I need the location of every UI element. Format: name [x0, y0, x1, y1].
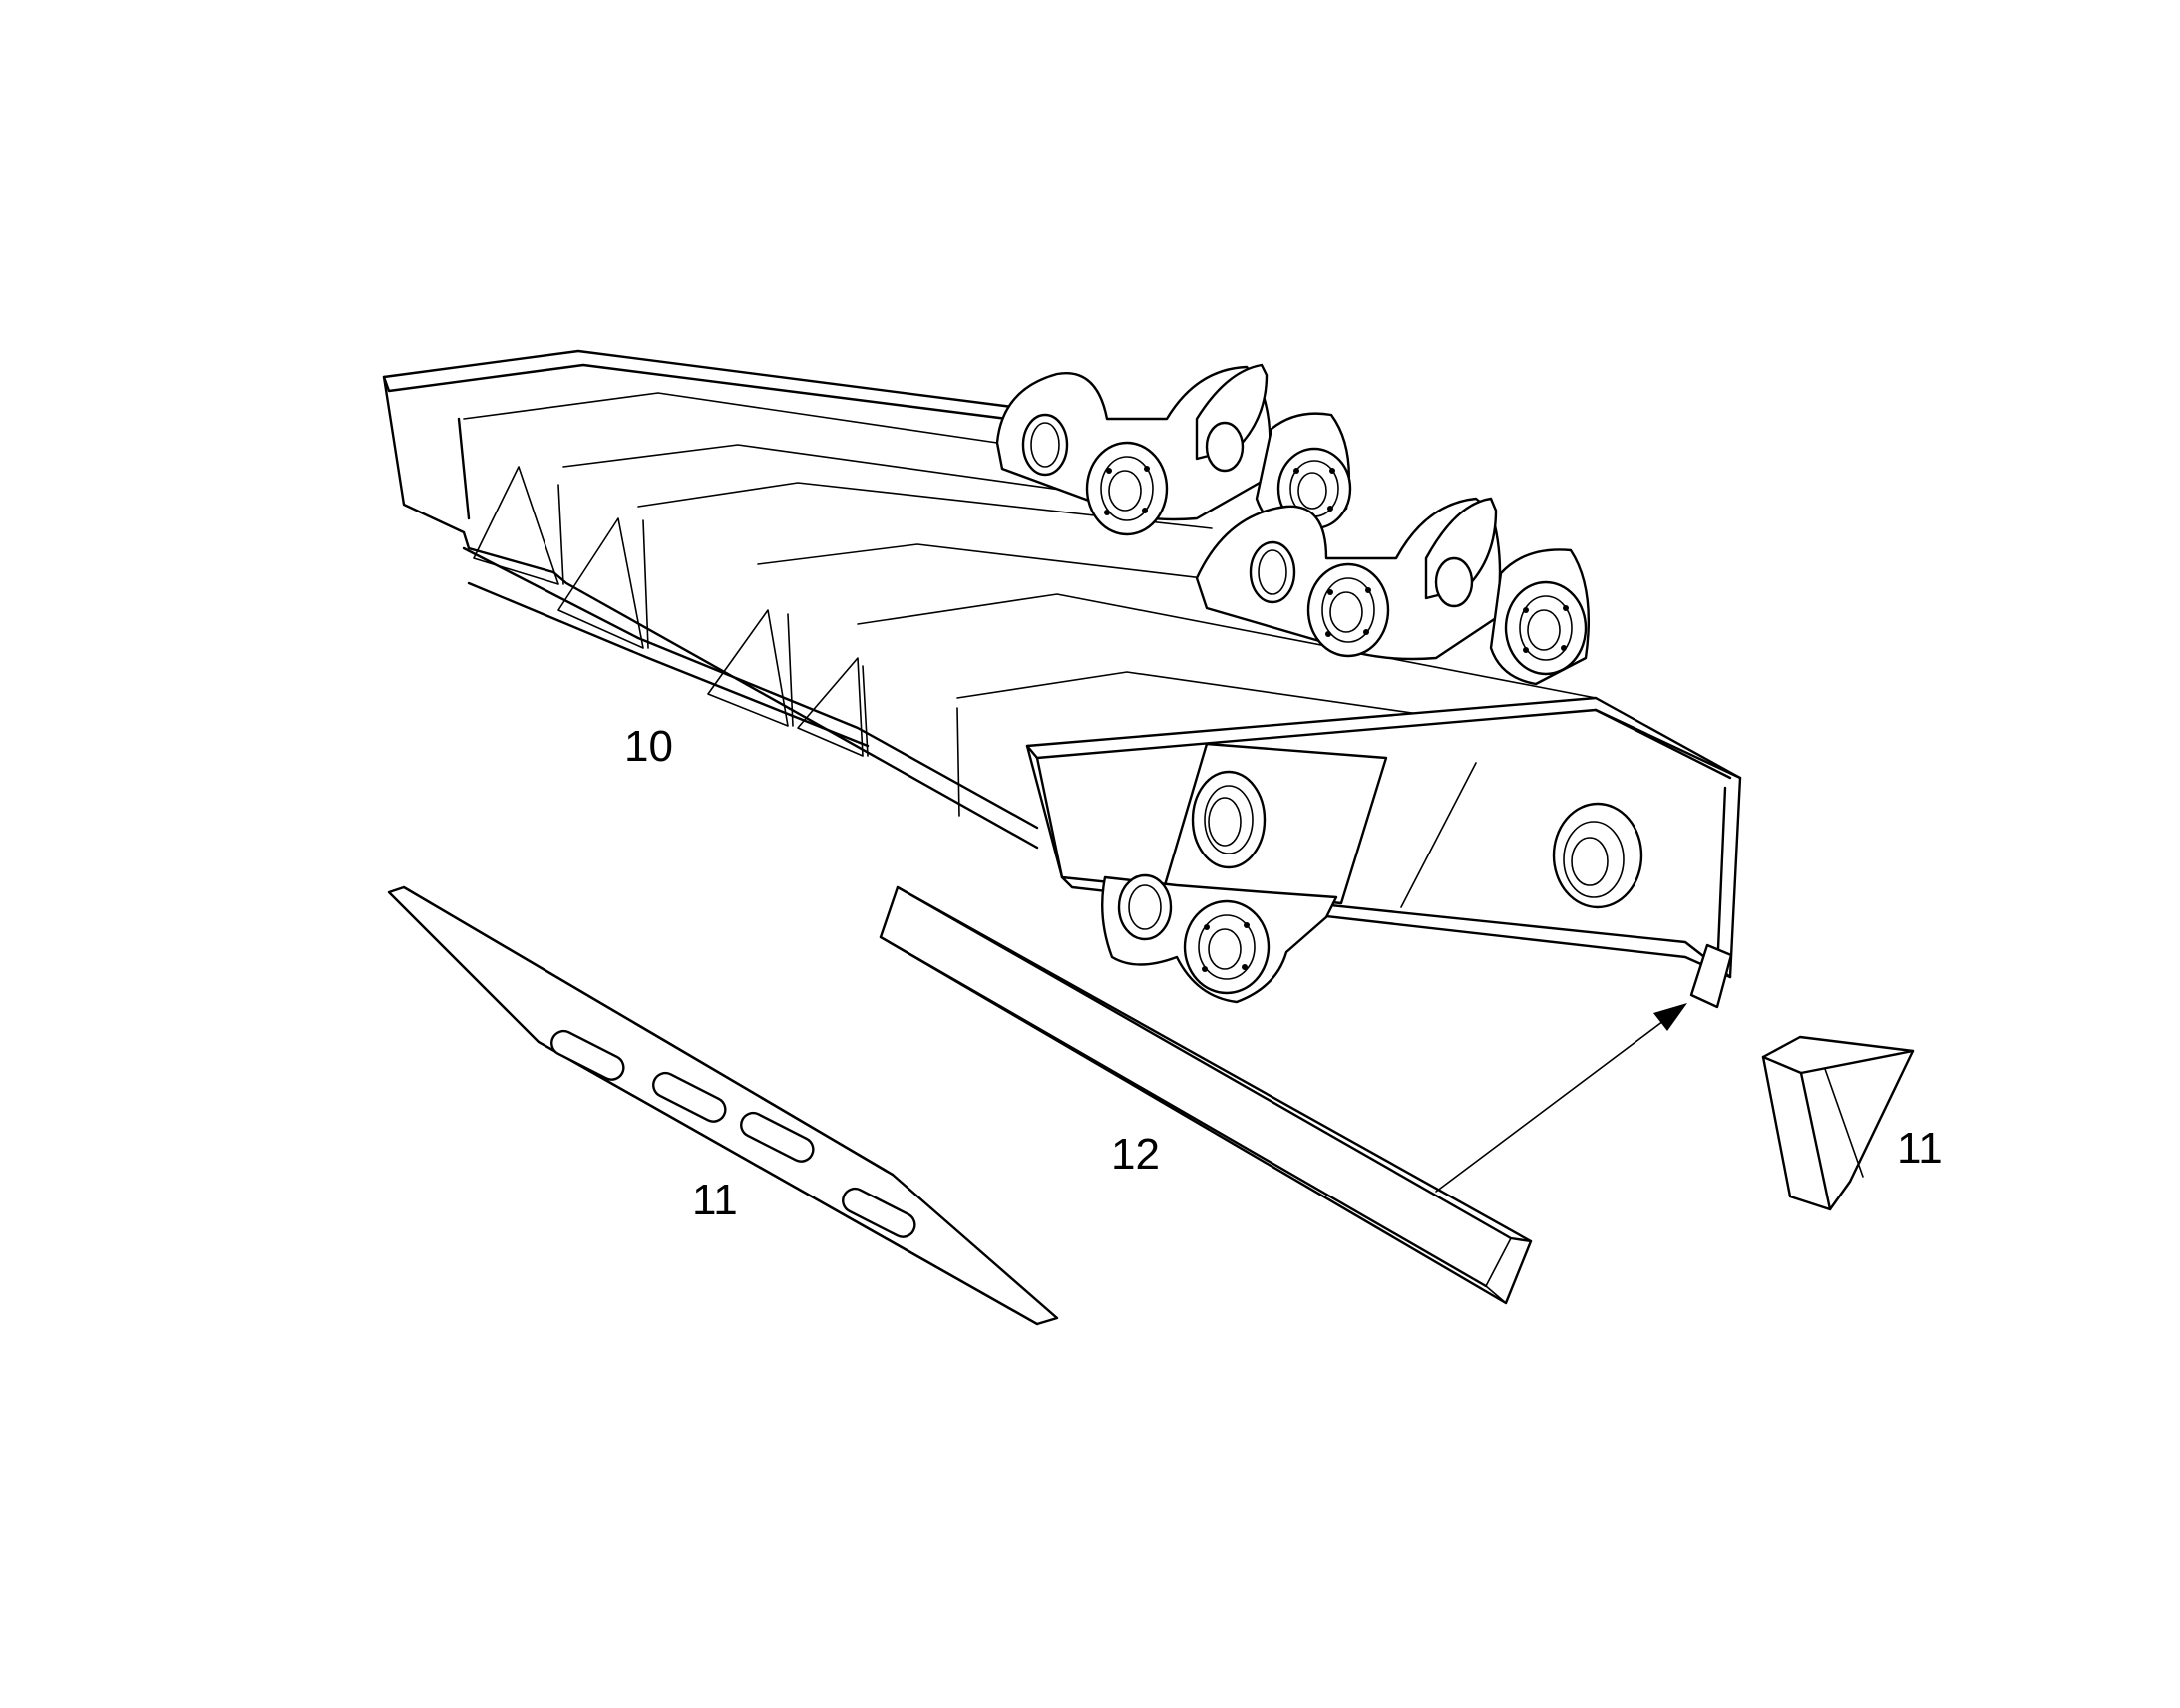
callout-side-cutter: 11 [1897, 1124, 1943, 1173]
pin-boss-left [1191, 770, 1267, 869]
pin-boss-right [1552, 802, 1643, 909]
callout-wear-strip: 12 [1111, 1130, 1160, 1179]
callout-cutting-edge: 11 [692, 1176, 738, 1224]
hinge-lugs-front [1195, 497, 1591, 686]
assembly-arrow [1435, 1003, 1687, 1193]
hinge-lug-lower [1101, 873, 1338, 1004]
frame-assembly [382, 349, 1742, 1009]
gusset-bays [473, 466, 960, 817]
wear-strip [879, 885, 1533, 1305]
cutting-edge-blade [387, 885, 1059, 1326]
bolt-slots [550, 1029, 916, 1238]
side-cutter [1761, 1035, 1915, 1211]
end-block [1689, 943, 1733, 1009]
callout-frame: 10 [624, 722, 673, 771]
hinge-lugs-rear [995, 363, 1352, 536]
